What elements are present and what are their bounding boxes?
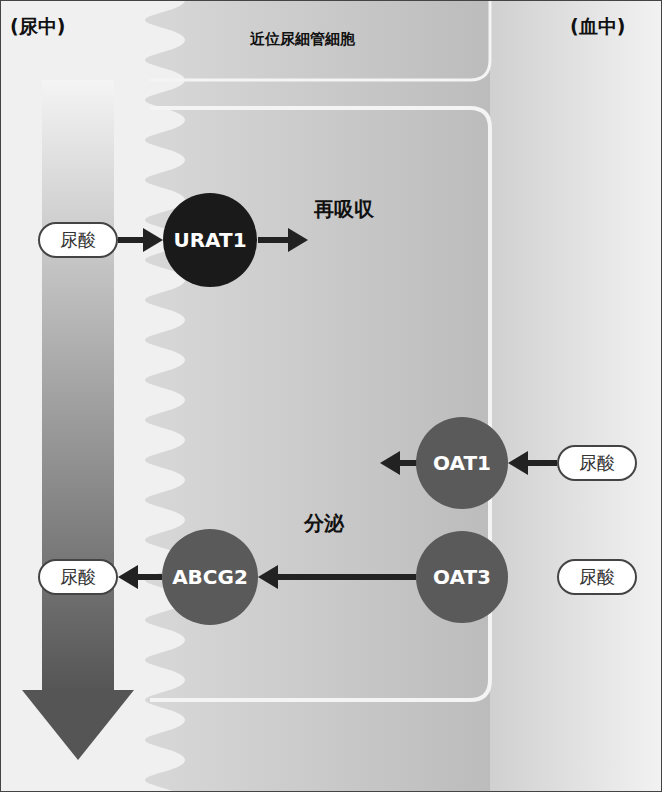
- transport-arrow: [508, 451, 557, 475]
- solute-name: 尿酸: [579, 451, 615, 475]
- arrow-line: [118, 237, 145, 243]
- arrow-line: [526, 460, 557, 466]
- solute-name: 尿酸: [60, 228, 96, 252]
- solute-pill: 尿酸: [38, 222, 118, 258]
- arrow-head: [508, 451, 528, 475]
- process-label: 再吸収: [314, 196, 374, 223]
- transport-arrow: [258, 565, 416, 589]
- transporter-circle: ABCG2: [162, 529, 258, 625]
- arrow-head: [258, 565, 278, 589]
- transporter-circle: URAT1: [163, 193, 257, 287]
- solute-name: 尿酸: [579, 565, 615, 589]
- arrow-head: [143, 228, 163, 252]
- solute-pill: 尿酸: [38, 559, 118, 595]
- transporter-name: OAT1: [433, 451, 491, 475]
- transporter-name: OAT3: [433, 565, 491, 589]
- transport-arrow: [118, 228, 163, 252]
- arrow-line: [276, 574, 416, 580]
- solute-pill: 尿酸: [557, 445, 637, 481]
- region-label: (尿中): [10, 14, 65, 40]
- solute-pill: 尿酸: [557, 559, 637, 595]
- transporter-name: URAT1: [173, 228, 246, 252]
- transport-arrow: [118, 565, 162, 589]
- transporter-circle: OAT3: [416, 531, 508, 623]
- process-label: 分泌: [304, 510, 344, 537]
- cell-name: 近位尿細管細胞: [250, 30, 355, 49]
- solute-name: 尿酸: [60, 565, 96, 589]
- arrow-head: [118, 565, 138, 589]
- transporter-name: ABCG2: [172, 565, 248, 589]
- region-label: (血中): [570, 14, 625, 40]
- transporter-circle: OAT1: [416, 417, 508, 509]
- arrow-line: [136, 574, 162, 580]
